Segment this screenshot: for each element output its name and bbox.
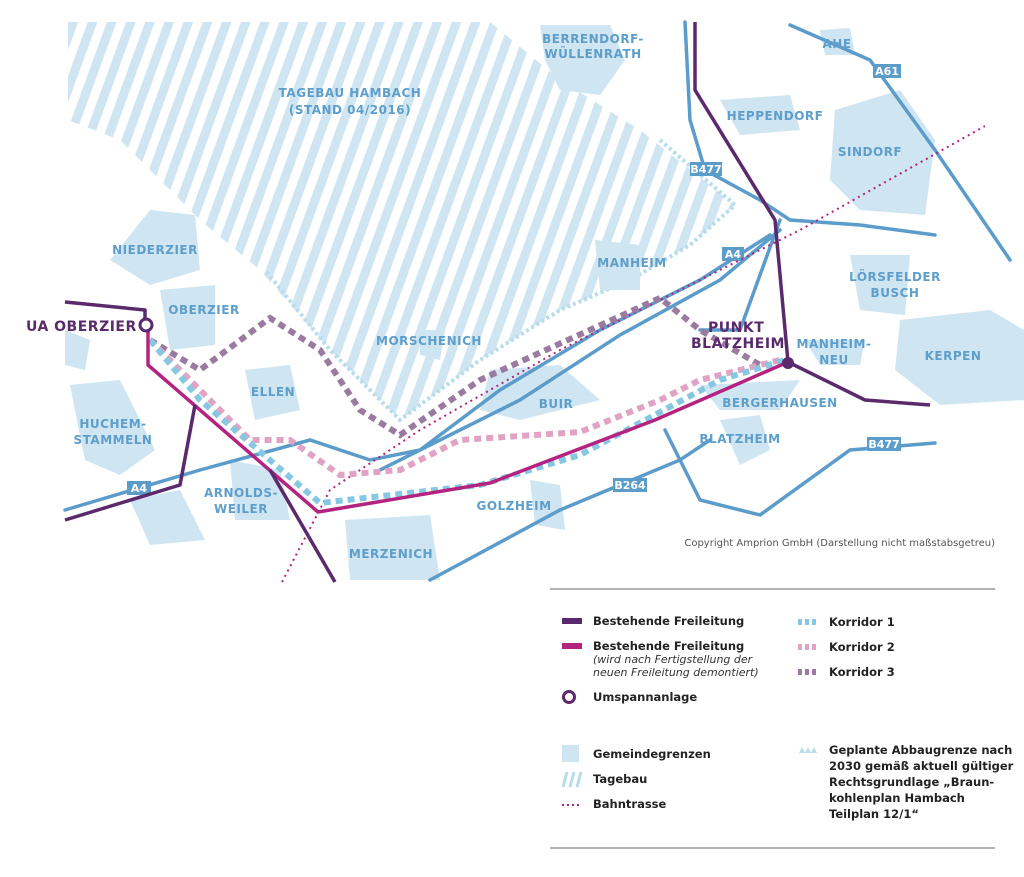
open-pit-label: TAGEBAU HAMBACH	[279, 86, 422, 100]
svg-text:Geplante Abbaugrenze nach: Geplante Abbaugrenze nach	[829, 743, 1012, 757]
legend-existing-line: Bestehende Freileitung	[593, 614, 744, 628]
svg-text:ARNOLDS-: ARNOLDS-	[204, 486, 278, 500]
copyright-notice: Copyright Amprion GmbH (Darstellung nich…	[684, 538, 995, 549]
svg-text:Korridor 1: Korridor 1	[829, 615, 895, 629]
corridor-3	[148, 294, 762, 439]
svg-text:Korridor 2: Korridor 2	[829, 640, 895, 654]
svg-text:BERRENDORF-: BERRENDORF-	[542, 32, 644, 46]
legend-planned-limit-icon	[799, 747, 817, 753]
svg-text:OBERZIER: OBERZIER	[168, 303, 239, 317]
junction-punkt-blatzheim	[782, 357, 794, 369]
svg-text:A4: A4	[725, 248, 742, 261]
legend-municipal-swatch	[562, 745, 579, 762]
corridor-2	[147, 337, 781, 479]
svg-text:BUIR: BUIR	[539, 397, 574, 411]
municipal-areas	[65, 25, 1024, 580]
svg-text:WEILER: WEILER	[214, 502, 268, 516]
road-label-b477-east: B477	[867, 437, 901, 451]
road-label-a61: A61	[873, 64, 901, 78]
svg-text:MANHEIM-: MANHEIM-	[797, 337, 872, 351]
svg-text:SINDORF: SINDORF	[838, 145, 902, 159]
svg-text:AHE: AHE	[822, 37, 851, 51]
open-pit-area	[68, 22, 735, 420]
svg-text:Rechtsgrundlage „Braun-: Rechtsgrundlage „Braun-	[829, 775, 994, 789]
svg-text:HEPPENDORF: HEPPENDORF	[727, 109, 824, 123]
svg-text:B477: B477	[690, 163, 721, 176]
legend-open-pit-icon	[561, 771, 583, 788]
punkt-blatzheim-label: PUNKT	[708, 320, 764, 336]
svg-text:BUSCH: BUSCH	[871, 286, 920, 300]
svg-text:B477: B477	[868, 438, 899, 451]
svg-text:kohlenplan Hambach: kohlenplan Hambach	[829, 791, 965, 805]
svg-text:A61: A61	[875, 65, 899, 78]
svg-text:ELLEN: ELLEN	[251, 385, 295, 399]
legend-substation-icon	[562, 690, 576, 704]
svg-text:BLATZHEIM: BLATZHEIM	[699, 432, 780, 446]
svg-text:A4: A4	[131, 482, 148, 495]
railway-line	[281, 125, 986, 583]
svg-text:STAMMELN: STAMMELN	[74, 433, 153, 447]
svg-text:MANHEIM: MANHEIM	[597, 256, 666, 270]
svg-text:2030 gemäß aktuell gültiger: 2030 gemäß aktuell gültiger	[829, 759, 1014, 773]
svg-text:KERPEN: KERPEN	[925, 349, 982, 363]
legend-existing-line-swatch	[562, 618, 582, 624]
svg-text:(wird nach Fertigstellung der: (wird nach Fertigstellung der	[593, 653, 754, 666]
open-pit-label-date: (STAND 04/2016)	[289, 103, 411, 117]
existing-line	[64, 404, 197, 522]
svg-text:WÜLLENRATH: WÜLLENRATH	[544, 46, 641, 61]
ua-oberzier-label: UA OBERZIER	[26, 319, 137, 335]
town-labels: BERRENDORF- WÜLLENRATH AHE HEPPENDORF SI…	[74, 32, 982, 561]
road-label-b477-north: B477	[690, 162, 722, 176]
svg-text:HUCHEM-: HUCHEM-	[79, 417, 146, 431]
road-label-a4-east: A4	[722, 247, 744, 261]
punkt-blatzheim-label-2: BLATZHEIM	[691, 336, 785, 352]
planned-limit-line	[263, 138, 739, 423]
svg-text:Gemeindegrenzen: Gemeindegrenzen	[593, 747, 711, 761]
road-label-b264: B264	[613, 478, 647, 492]
svg-text:Umspannanlage: Umspannanlage	[593, 690, 697, 704]
svg-text:Tagebau: Tagebau	[593, 772, 647, 786]
svg-text:neuen Freileitung demontiert): neuen Freileitung demontiert)	[593, 666, 759, 679]
svg-text:Korridor 3: Korridor 3	[829, 665, 895, 679]
svg-text:Teilplan 12/1“: Teilplan 12/1“	[829, 807, 919, 821]
existing-line-to-dismantle	[146, 330, 789, 514]
svg-text:Bahntrasse: Bahntrasse	[593, 797, 667, 811]
svg-text:MORSCHENICH: MORSCHENICH	[376, 334, 482, 348]
road-label-a4-west: A4	[127, 481, 151, 495]
svg-text:LÖRSFELDER: LÖRSFELDER	[849, 269, 941, 284]
legend-dismantle-line-swatch	[562, 643, 582, 649]
svg-text:GOLZHEIM: GOLZHEIM	[476, 499, 551, 513]
existing-line	[693, 22, 931, 407]
legend-dismantle-line: Bestehende Freileitung	[593, 639, 744, 653]
svg-text:MERZENICH: MERZENICH	[349, 547, 433, 561]
svg-text:NIEDERZIER: NIEDERZIER	[112, 243, 198, 257]
svg-text:NEU: NEU	[819, 353, 848, 367]
legend: Bestehende Freileitung Bestehende Freile…	[550, 588, 1014, 849]
svg-text:BERGERHAUSEN: BERGERHAUSEN	[722, 396, 837, 410]
existing-line	[268, 469, 337, 583]
svg-text:B264: B264	[614, 479, 646, 492]
substation-ua-oberzier	[138, 317, 154, 333]
